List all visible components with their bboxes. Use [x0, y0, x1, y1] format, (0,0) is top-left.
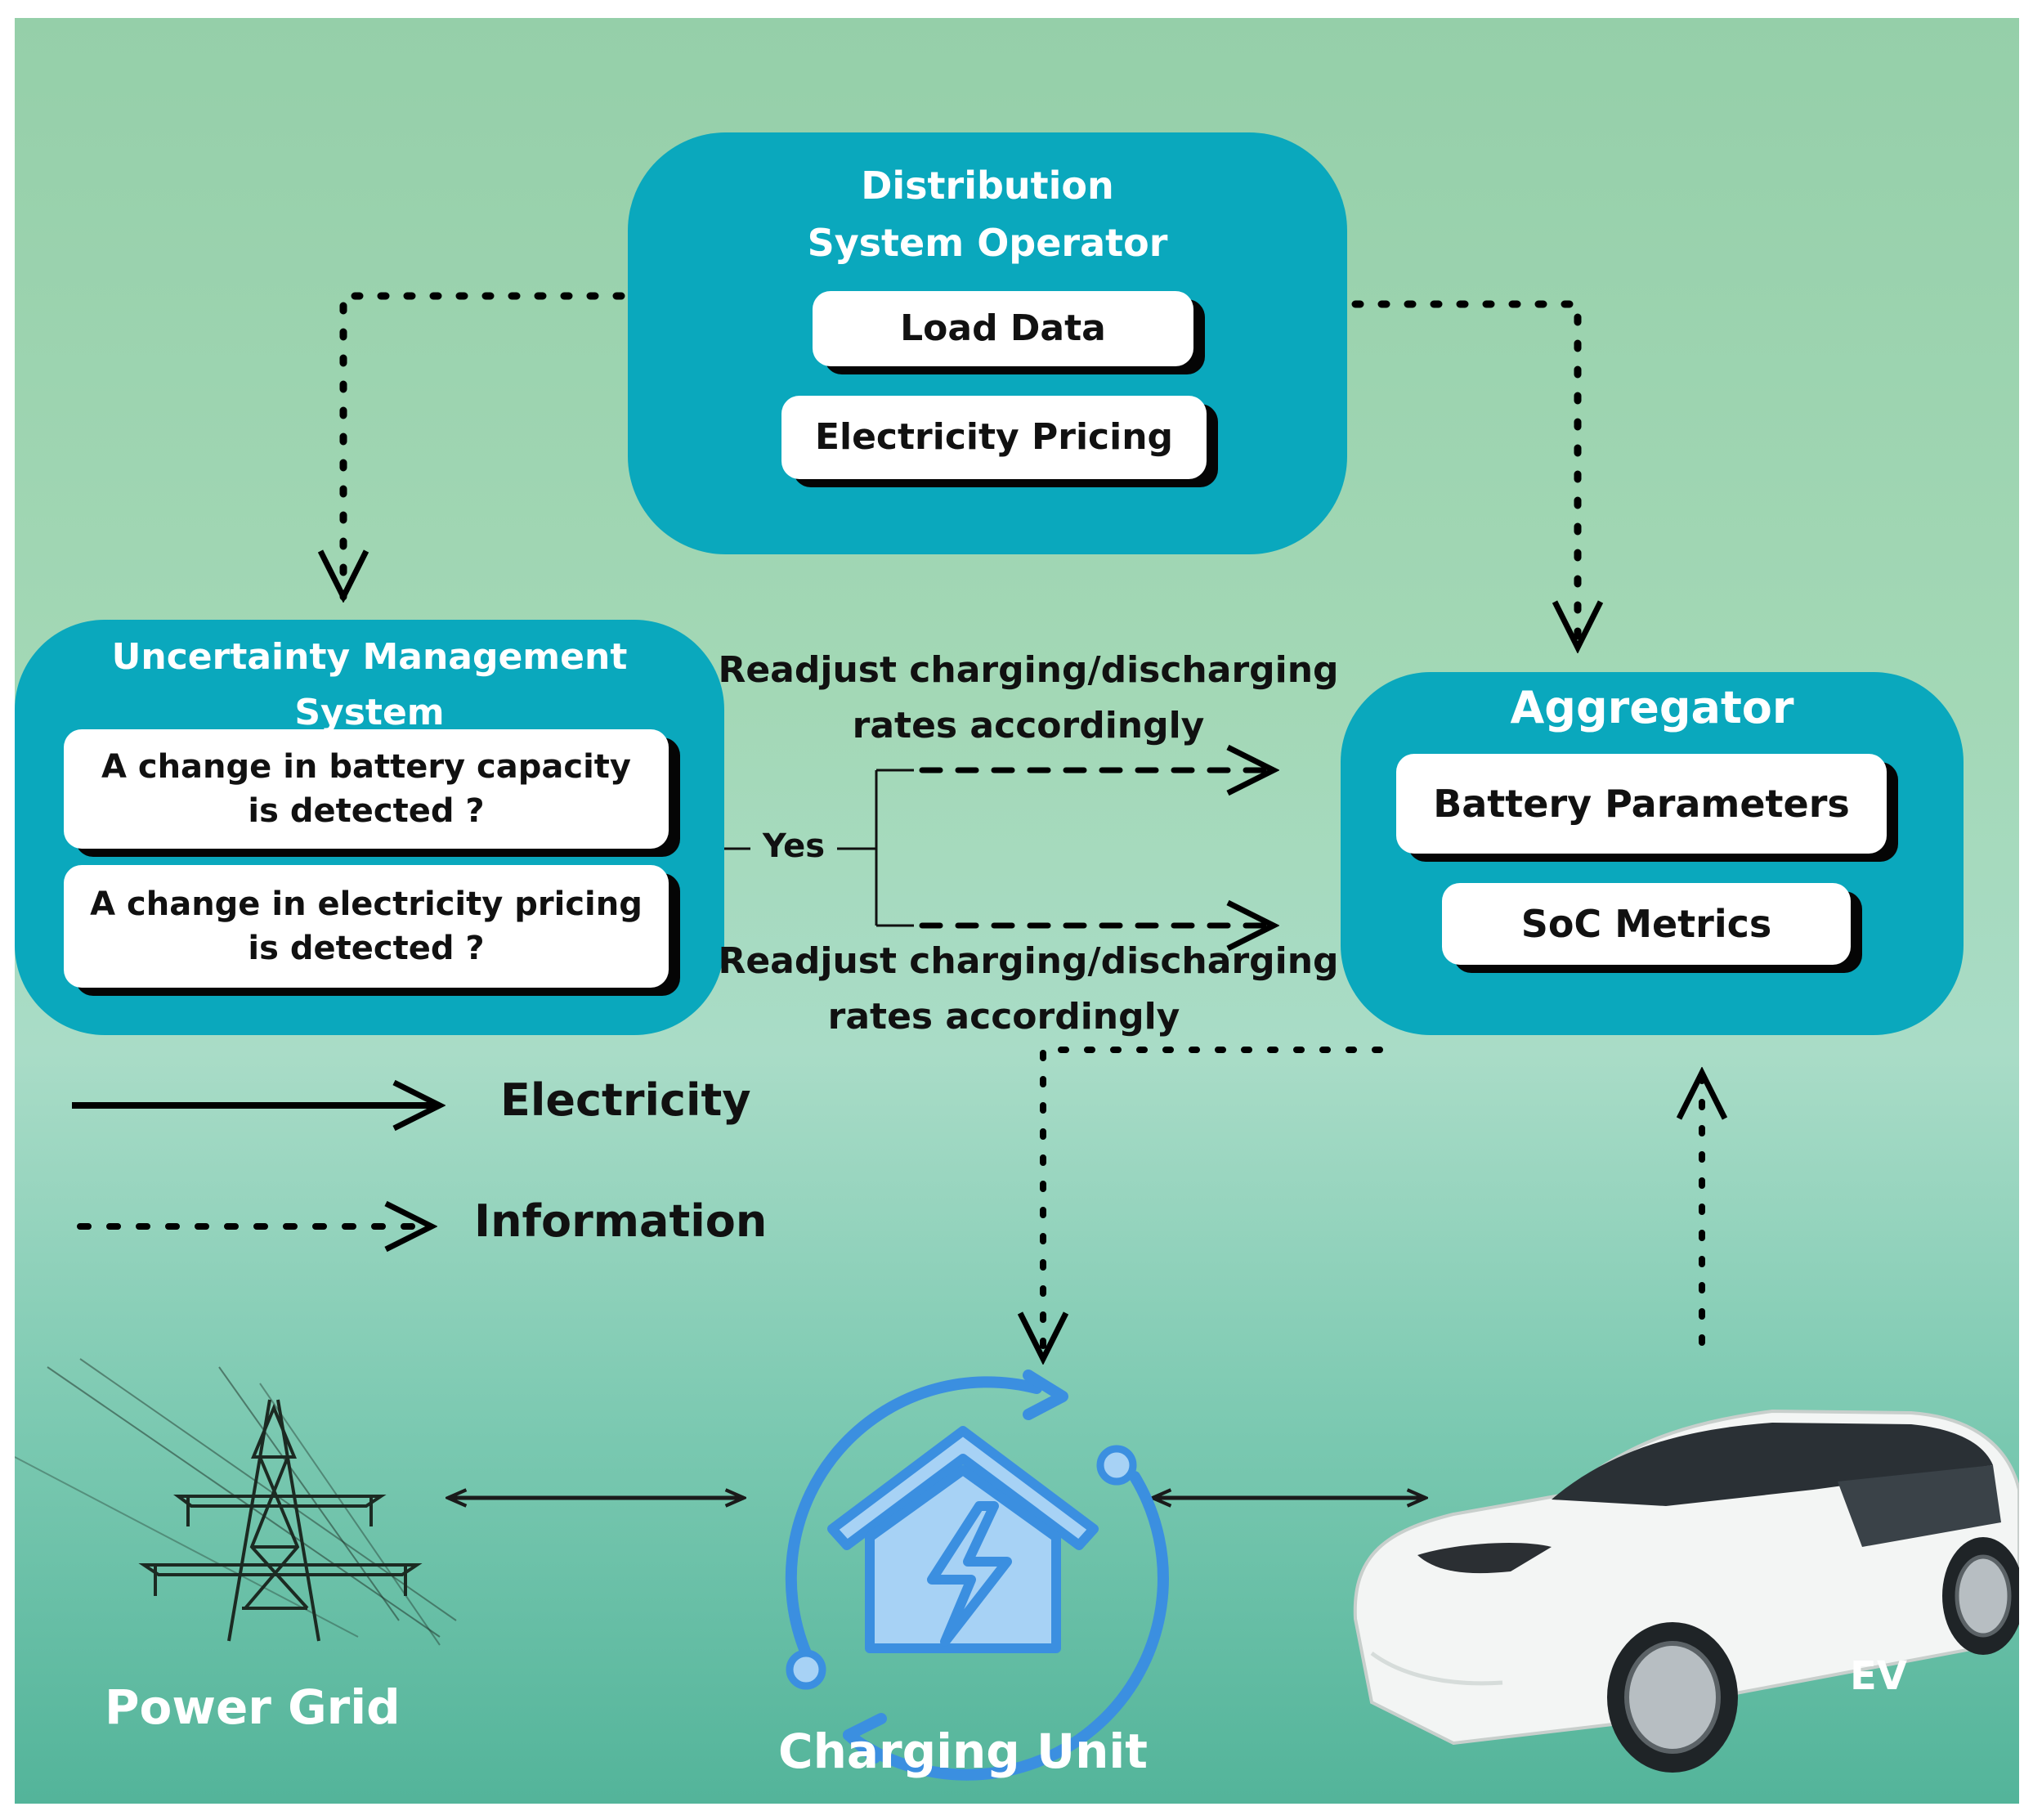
readjust-top-line2: rates accordingly	[852, 705, 1205, 746]
dso-to-ums-arrow	[343, 292, 625, 597]
electricity-pricing-question: A change in electricity pricing is detec…	[64, 865, 669, 988]
legend-information-label: Information	[474, 1195, 768, 1247]
battery-capacity-question-line2: is detected ?	[248, 792, 485, 830]
readjust-bottom-line2: rates accordingly	[827, 996, 1180, 1038]
connector-layer	[15, 292, 2019, 1781]
aggregator-title: Aggregator	[1510, 682, 1794, 733]
power-grid-label: Power Grid	[105, 1679, 401, 1735]
legend-electricity-label: Electricity	[500, 1074, 751, 1126]
charging-unit-label: Charging Unit	[778, 1724, 1148, 1779]
battery-parameters-box: Battery Parameters	[1396, 754, 1887, 854]
yes-label: Yes	[762, 827, 826, 865]
battery-capacity-question-line1: A change in battery capacity	[101, 748, 631, 786]
transmission-tower-icon	[15, 1358, 457, 1646]
yes-fork	[837, 769, 914, 927]
dso-title-line1: Distribution	[861, 164, 1114, 208]
charging-home-icon	[785, 1369, 1169, 1781]
diagram-canvas: Distribution System Operator Load Data E…	[15, 18, 2019, 1804]
electric-car-icon	[1353, 1409, 2019, 1773]
battery-capacity-question: A change in battery capacity is detected…	[64, 729, 669, 849]
electricity-pricing-question-line2: is detected ?	[248, 930, 485, 967]
readjust-top-line1: Readjust charging/discharging	[718, 649, 1339, 691]
aggregator-panel: Aggregator	[1341, 672, 1964, 1035]
readjust-bottom-line1: Readjust charging/discharging	[718, 940, 1339, 982]
ums-title-line2: System	[294, 692, 445, 733]
electricity-pricing-box: Electricity Pricing	[781, 396, 1207, 479]
ev-label: EV	[1850, 1653, 1907, 1699]
dso-title-line2: System Operator	[807, 221, 1168, 265]
electricity-pricing-question-line1: A change in electricity pricing	[90, 885, 643, 923]
load-data-box: Load Data	[813, 291, 1193, 366]
soc-metrics-box: SoC Metrics	[1442, 883, 1851, 965]
aggregator-to-charging-arrow	[1043, 1047, 1383, 1359]
ums-title-line1: Uncertainty Management	[111, 636, 628, 678]
dso-to-aggregator-arrow	[1351, 300, 1578, 648]
